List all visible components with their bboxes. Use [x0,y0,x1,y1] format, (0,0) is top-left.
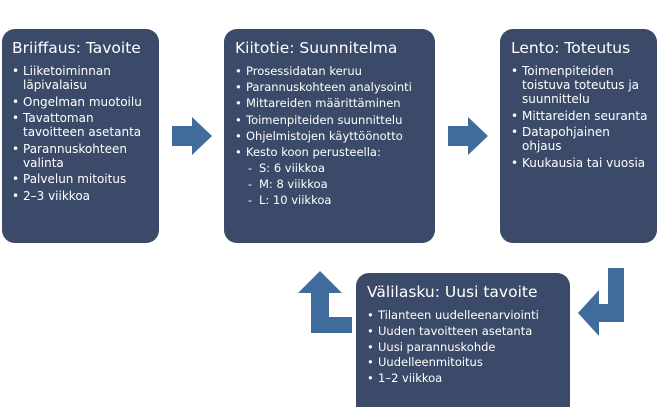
right-arrow-icon [448,117,488,155]
stage-item: Toimenpiteiden toistuva toteutus ja suun… [511,64,649,106]
stage-title: Kiitotie: Suunnitelma [235,39,398,57]
up-left-arrow-icon [298,271,352,333]
stage-item: Ongelman muotoilu [12,95,151,109]
stage-box-valilasku: Välilasku: Uusi tavoite Tilanteen uudell… [356,273,570,407]
stage-item: Ohjelmistojen käyttöönotto [235,129,427,143]
duration-sublist: S: 6 viikkoa M: 8 viikkoa L: 10 viikkoa [248,161,427,207]
arrow-shape [448,117,488,155]
stage-item: Palvelun mitoitus [12,172,151,186]
stage-item: 2–3 viikkoa [12,189,151,203]
stage-item: Mittareiden määrittäminen [235,96,427,110]
stage-item: Uudelleenmitoitus [367,355,562,369]
stage-item: Parannuskohteen valinta [12,142,151,170]
stage-box-briiffaus: Briiffaus: Tavoite Liiketoiminnan läpiva… [2,29,159,243]
stage-item: Mittareiden seuranta [511,109,649,123]
stage-item: 1–2 viikkoa [367,371,562,385]
duration-subitem: S: 6 viikkoa [248,161,427,175]
stage-item: Kuukausia tai vuosia [511,156,649,170]
stage-item: Uuden tavoitteen asetanta [367,324,562,338]
stage-item: Prosessidatan keruu [235,64,427,78]
stage-item-list: Tilanteen uudelleenarviointi Uuden tavoi… [367,308,562,385]
stage-item-list: Prosessidatan keruu Parannuskohteen anal… [235,64,427,207]
arrow-shape [298,271,352,333]
stage-item: Tilanteen uudelleenarviointi [367,308,562,322]
stage-title: Lento: Toteutus [511,39,631,57]
arrow-shape [578,268,624,336]
arrow-shape [172,117,212,155]
stage-item: Liiketoiminnan läpivalaisu [12,64,151,92]
stage-item: Kesto koon perusteella: S: 6 viikkoa M: … [235,145,427,207]
duration-subitem: M: 8 viikkoa [248,177,427,191]
duration-subitem: L: 10 viikkoa [248,193,427,207]
stage-item-list: Liiketoiminnan läpivalaisu Ongelman muot… [12,64,151,203]
stage-item: Tavattoman tavoitteen asetanta [12,111,151,139]
stage-box-lento: Lento: Toteutus Toimenpiteiden toistuva … [500,29,657,243]
stage-item: Toimenpiteiden suunnittelu [235,113,427,127]
stage-item-label: Kesto koon perusteella: [246,144,381,159]
right-arrow-icon [172,117,212,155]
down-left-arrow-icon [578,268,624,336]
stage-item: Uusi parannuskohde [367,340,562,354]
stage-title: Briiffaus: Tavoite [12,39,141,57]
stage-item: Parannuskohteen analysointi [235,80,427,94]
stage-title: Välilasku: Uusi tavoite [367,283,538,301]
stage-item-list: Toimenpiteiden toistuva toteutus ja suun… [511,64,649,170]
stage-box-kiitotie: Kiitotie: Suunnitelma Prosessidatan keru… [224,29,435,243]
stage-item: Datapohjainen ohjaus [511,125,649,153]
